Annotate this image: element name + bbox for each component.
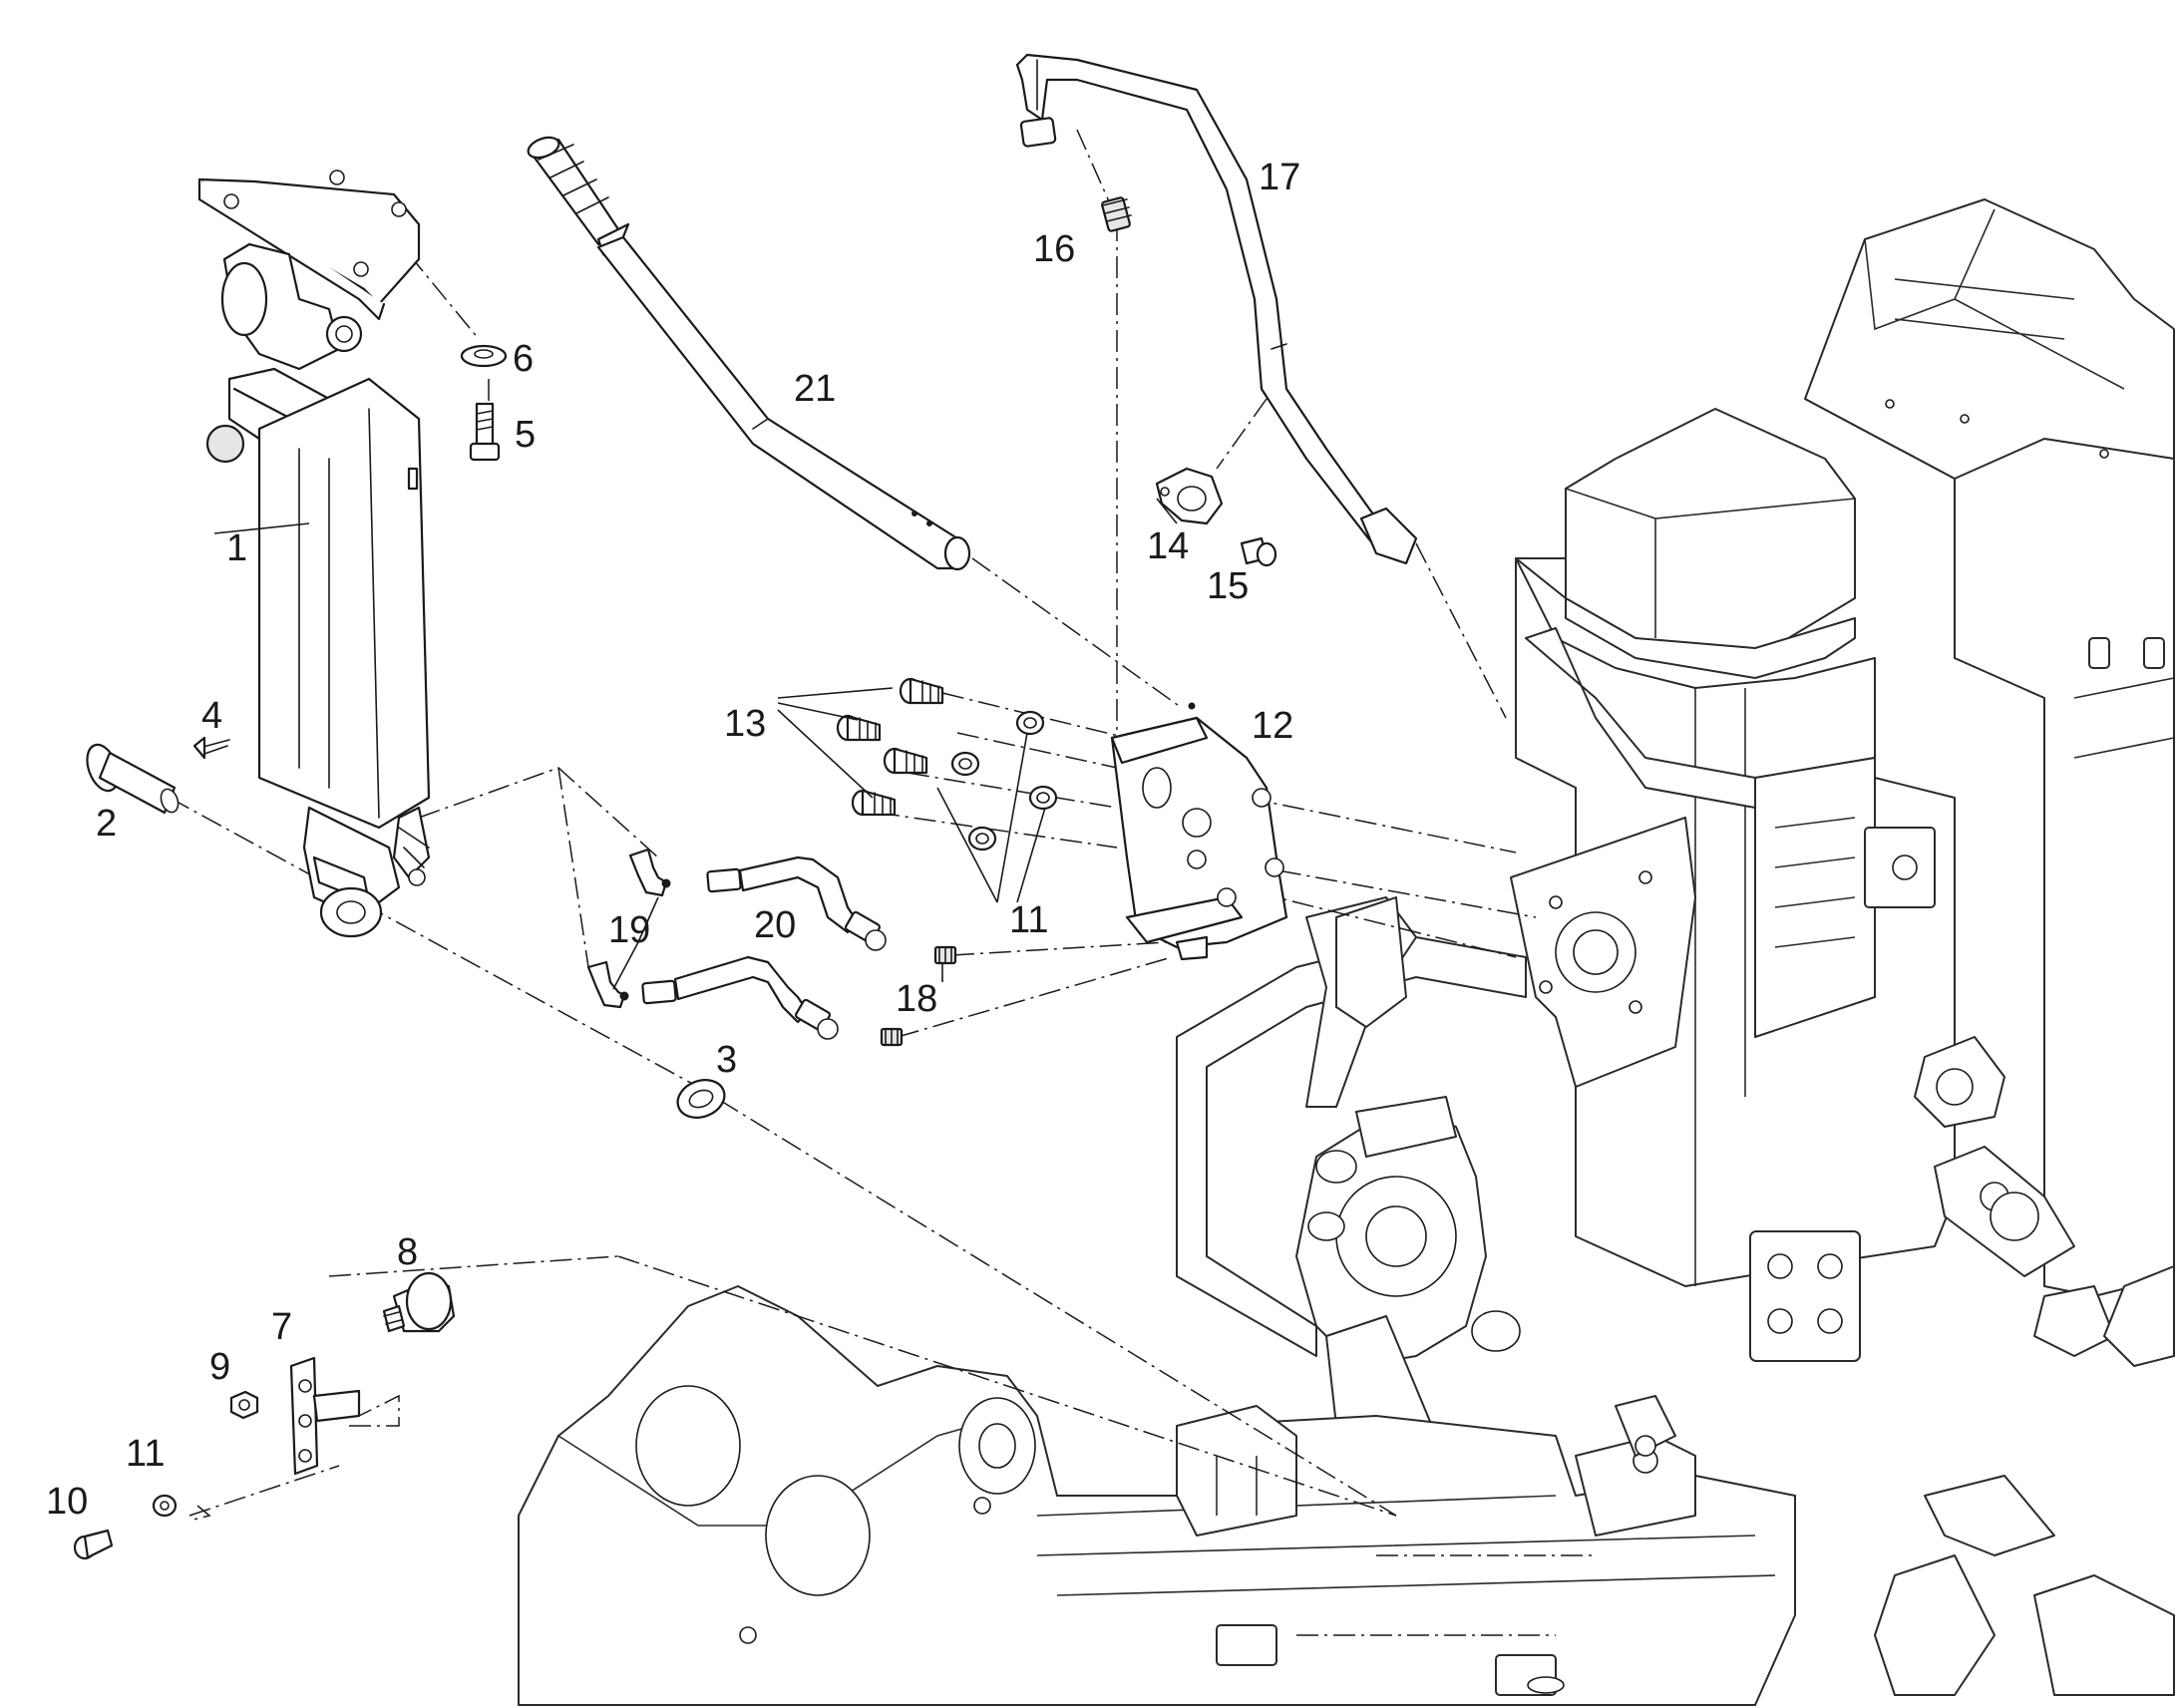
callout-10: 10 <box>46 1481 88 1523</box>
part-21-lever <box>527 136 971 571</box>
callout-13: 13 <box>724 703 766 745</box>
screw-13-d <box>851 789 897 817</box>
callout-pointers <box>213 498 1178 990</box>
callout-21: 21 <box>794 368 836 410</box>
callout-9: 9 <box>209 1346 230 1388</box>
callout-4: 4 <box>201 695 222 737</box>
part-7-bracket <box>289 1356 361 1476</box>
part-19-elbow-fittings <box>586 848 671 1009</box>
part-1-hydraulic-cylinder <box>197 170 431 938</box>
callout-17: 17 <box>1259 157 1300 198</box>
part-9-nut <box>229 1390 259 1420</box>
callout-6: 6 <box>513 338 534 380</box>
callout-12: 12 <box>1252 705 1293 747</box>
part-6-washer <box>460 344 508 368</box>
part-11-washers-upper <box>950 710 1058 852</box>
callout-14: 14 <box>1147 525 1189 567</box>
callout-11-lower: 11 <box>126 1433 165 1475</box>
screw-13-a <box>899 677 944 705</box>
part-4-cotter-pin <box>192 736 230 760</box>
callout-19: 19 <box>608 909 650 951</box>
part-20-hose-assemblies <box>641 855 887 1040</box>
part-17-hose <box>1015 53 1418 565</box>
callout-11-upper: 11 <box>1009 899 1048 941</box>
part-11-washer-lower <box>152 1494 178 1518</box>
part-16-fitting <box>1101 196 1132 232</box>
part-3-washer <box>676 1079 726 1119</box>
callout-7: 7 <box>271 1306 292 1348</box>
callout-8: 8 <box>397 1231 418 1273</box>
callout-labels: 1 2 3 4 5 6 7 8 9 10 11 11 12 13 14 15 1… <box>46 157 1300 1523</box>
part-10-screw <box>73 1529 114 1560</box>
part-8-rubber-bumper <box>382 1271 456 1333</box>
callout-20: 20 <box>754 904 796 946</box>
callout-5: 5 <box>515 414 536 456</box>
part-5-bolt <box>469 402 501 462</box>
part-18-adapters <box>880 945 957 1047</box>
callout-15: 15 <box>1207 565 1249 607</box>
callout-3: 3 <box>716 1039 737 1081</box>
part-15-bolt <box>1240 536 1277 567</box>
callout-1: 1 <box>226 527 247 569</box>
screw-13-c <box>883 747 928 775</box>
callout-16: 16 <box>1033 228 1075 270</box>
part-13-screws <box>836 677 944 817</box>
callout-2: 2 <box>96 803 117 845</box>
part-14-hose-clamp <box>1155 467 1224 525</box>
part-2-clevis-pin <box>86 743 180 815</box>
machine-frame <box>518 198 2175 1706</box>
part-12-valve-block <box>1110 702 1288 961</box>
callout-18: 18 <box>896 978 937 1020</box>
screw-13-b <box>836 714 882 742</box>
